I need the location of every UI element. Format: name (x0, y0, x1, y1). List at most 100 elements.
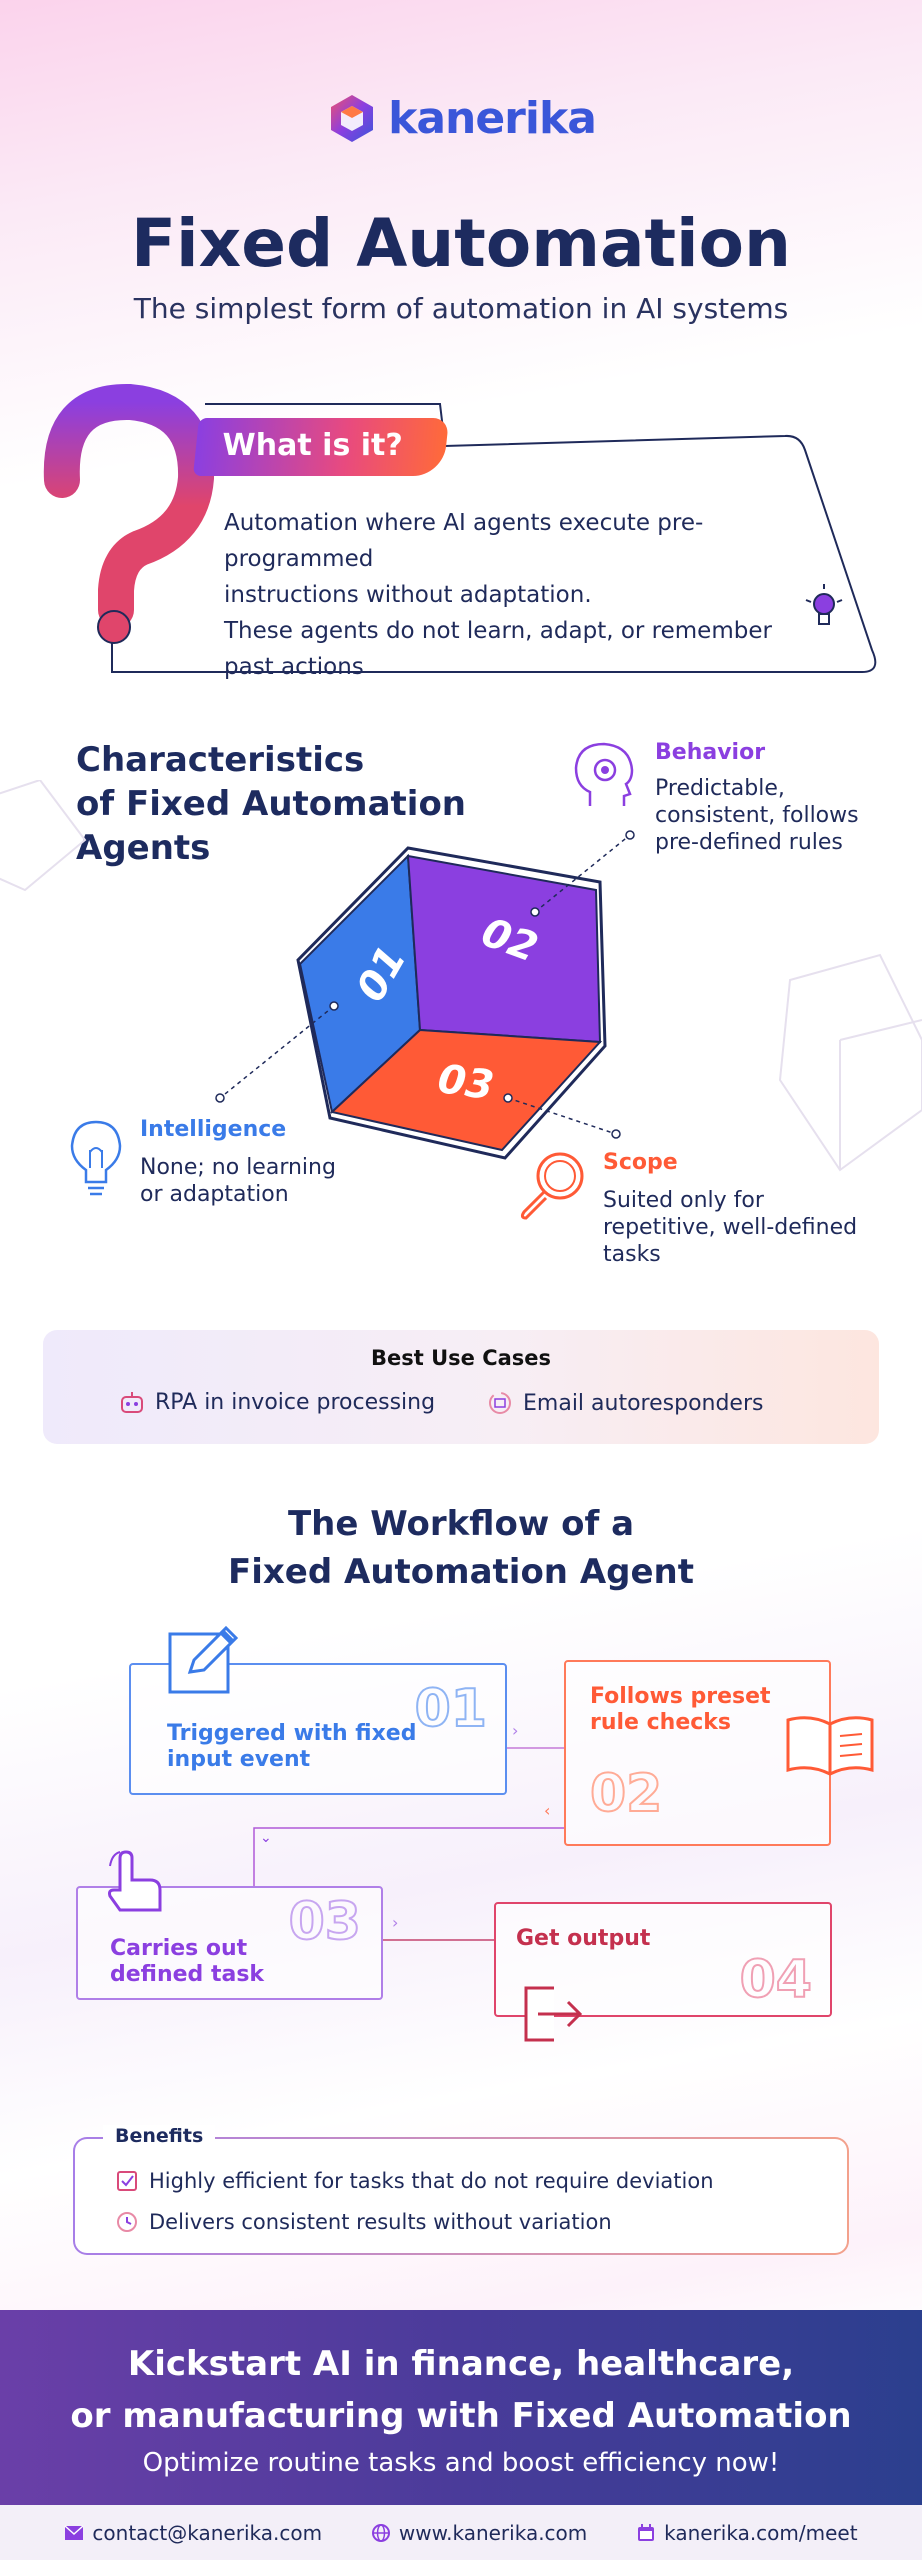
cube-face-03 (329, 1028, 603, 1152)
benefits-title: Benefits (103, 2125, 216, 2147)
page-subtitle: The simplest form of automation in AI sy… (133, 292, 789, 325)
step-label-03: Carries out defined task (110, 1936, 264, 1988)
step-label-01: Triggered with fixed input event (167, 1721, 416, 1773)
output-exit-icon (524, 1986, 583, 2042)
step-number-01: 01 (414, 1678, 488, 1740)
use-case-label-2: Email autoresponders (523, 1390, 764, 1416)
clock-icon (117, 2212, 137, 2232)
cta-heading-line-2: or manufacturing with Fixed Automation (70, 2396, 852, 2436)
workflow-step-02: Follows preset rule checks 02 (564, 1660, 831, 1846)
robot-icon (121, 1391, 143, 1413)
step-03-line-2: defined task (110, 1962, 265, 1987)
characteristics-title: Characteristics of Fixed Automation Agen… (76, 738, 476, 870)
footer-website-text[interactable]: www.kanerika.com (398, 2520, 588, 2545)
intelligence-line-1: None; no learning (140, 1155, 336, 1180)
what-line-2: instructions without adaptation. (224, 582, 592, 608)
scope-title: Scope (603, 1150, 678, 1175)
benefits-card: Benefits Highly efficient for tasks that… (73, 2125, 849, 2255)
footer-email[interactable]: contact@kanerika.com (64, 2521, 322, 2545)
benefit-item: Delivers consistent results without vari… (115, 2210, 612, 2234)
svg-text:‹: ‹ (544, 1801, 550, 1820)
behavior-line-2: consistent, follows (655, 803, 859, 828)
email-refresh-icon (489, 1392, 511, 1414)
step-number-02: 02 (589, 1763, 663, 1825)
char-title-line-3: Agents (76, 828, 211, 868)
hand-pointer-icon (108, 1850, 162, 1912)
workflow-title-line-2: Fixed Automation Agent (227, 1552, 695, 1592)
globe-icon (371, 2523, 390, 2542)
behavior-line-1: Predictable, (655, 776, 785, 801)
svg-text:⌄: ⌄ (260, 1830, 272, 1846)
scope-block: Scope Suited only for repetitive, well-d… (603, 1150, 857, 1268)
intelligence-title: Intelligence (140, 1117, 287, 1142)
workflow-title-line-1: The Workflow of a (287, 1504, 635, 1544)
checklist-icon (117, 2171, 137, 2191)
cta-subtext: Optimize routine tasks and boost efficie… (142, 2448, 780, 2478)
benefit-label-1: Highly efficient for tasks that do not r… (149, 2169, 714, 2193)
behavior-text: Predictable, consistent, follows pre-def… (655, 775, 859, 856)
question-mark-icon (43, 384, 215, 628)
step-02-line-1: Follows preset (590, 1684, 771, 1709)
cta-banner: Kickstart AI in finance, healthcare, or … (0, 2310, 922, 2505)
step-04-line-1: Get output (516, 1926, 651, 1951)
lightbulb-icon (805, 584, 843, 625)
calendar-icon (638, 2523, 655, 2541)
what-is-it-heading: What is it? (192, 418, 450, 476)
mail-icon (64, 2524, 84, 2540)
scope-line-1: Suited only for (603, 1188, 764, 1213)
behavior-line-3: pre-defined rules (655, 830, 843, 855)
cube-label-03: 03 (435, 1056, 497, 1109)
what-line-3: These agents do not learn, adapt, or rem… (224, 618, 772, 644)
cta-heading: Kickstart AI in finance, healthcare, or … (0, 2310, 922, 2442)
svg-text:›: › (392, 1913, 398, 1932)
cta-heading-line-1: Kickstart AI in finance, healthcare, (127, 2344, 795, 2384)
step-02-line-2: rule checks (590, 1710, 732, 1735)
what-line-1: Automation where AI agents execute pre-p… (224, 510, 704, 572)
use-case-item: RPA in invoice processing (119, 1390, 435, 1415)
footer: contact@kanerika.com www.kanerika.com ka… (0, 2505, 922, 2560)
step-01-line-2: input event (167, 1747, 311, 1772)
what-is-it-heading-text: What is it? (222, 428, 403, 463)
footer-email-text[interactable]: contact@kanerika.com (92, 2520, 323, 2545)
lightbulb-outline-icon (70, 1120, 122, 1196)
use-cases-card: Best Use Cases RPA in invoice processing… (43, 1330, 879, 1444)
char-title-line-1: Characteristics (76, 740, 365, 780)
workflow-step-04: Get output 04 (494, 1902, 832, 2017)
benefit-item: Highly efficient for tasks that do not r… (115, 2169, 714, 2193)
background-cubes (0, 780, 922, 1172)
footer-meet-text[interactable]: kanerika.com/meet (664, 2520, 858, 2545)
brand-name: kanerika (388, 92, 597, 144)
brand-logo: kanerika (0, 92, 922, 144)
step-label-02: Follows preset rule checks (590, 1684, 771, 1736)
head-gear-icon (574, 742, 634, 806)
kanerika-logo-icon (331, 95, 374, 142)
open-book-icon (786, 1716, 874, 1776)
use-case-item: Email autoresponders (487, 1390, 763, 1416)
step-number-04: 04 (739, 1949, 813, 2011)
use-cases-title: Best Use Cases (370, 1346, 552, 1370)
char-title-line-2: of Fixed Automation (76, 784, 467, 824)
step-number-03: 03 (288, 1891, 362, 1953)
page-title: Fixed Automation (130, 205, 792, 282)
footer-meet[interactable]: kanerika.com/meet (636, 2520, 858, 2545)
workflow-title: The Workflow of a Fixed Automation Agent (0, 1500, 922, 1596)
workflow-connectors: › ‹ ⌄ › (253, 1721, 565, 1941)
benefit-label-2: Delivers consistent results without vari… (149, 2210, 612, 2234)
behavior-title: Behavior (655, 740, 766, 765)
step-03-line-1: Carries out (110, 1936, 248, 1961)
edit-icon (168, 1625, 239, 1694)
scope-text: Suited only for repetitive, well-defined… (603, 1187, 857, 1268)
what-line-4: past actions (224, 654, 364, 680)
intelligence-block: Intelligence None; no learning or adapta… (140, 1117, 336, 1208)
svg-text:›: › (512, 1721, 518, 1740)
intelligence-line-2: or adaptation (140, 1182, 289, 1207)
use-case-label-1: RPA in invoice processing (155, 1390, 436, 1415)
footer-website[interactable]: www.kanerika.com (371, 2521, 587, 2545)
step-label-04: Get output (516, 1926, 650, 1952)
intelligence-text: None; no learning or adaptation (140, 1154, 336, 1208)
step-01-line-1: Triggered with fixed (167, 1721, 417, 1746)
scope-line-3: tasks (603, 1242, 661, 1267)
what-is-it-text: Automation where AI agents execute pre-p… (224, 505, 824, 685)
magnifier-icon (520, 1152, 584, 1220)
characteristics-cube: 01 02 03 (215, 830, 635, 1160)
